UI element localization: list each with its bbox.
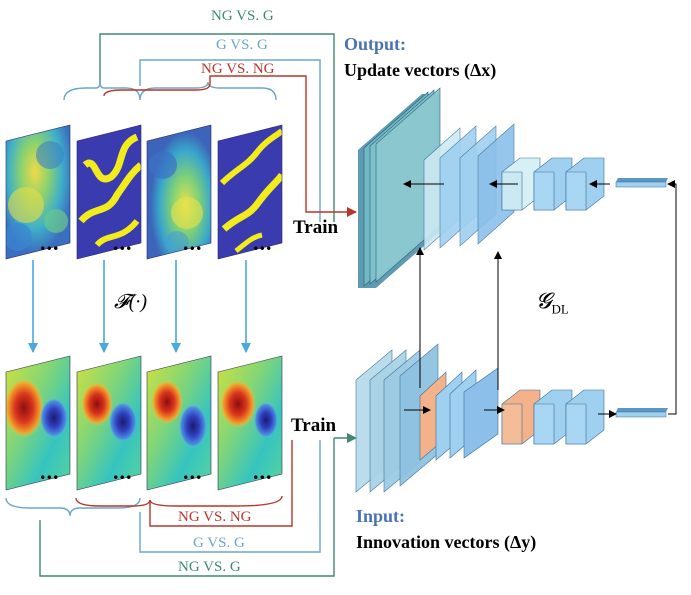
transform-operator: 𝓕(·) xyxy=(114,291,148,313)
label-g-vs-g-bottom: G VS. G xyxy=(193,535,245,551)
label-ng-vs-g-bottom: NG VS. G xyxy=(178,559,241,575)
field-gaussian-2 xyxy=(146,124,212,260)
input-heading: Input: xyxy=(356,506,406,526)
field-channel-2 xyxy=(217,124,283,260)
bottom-heatmaps xyxy=(5,355,283,491)
red-pair-line-bottom xyxy=(149,440,293,527)
teal-pair-line-bottom xyxy=(39,438,335,577)
label-ng-vs-ng-top: NG VS. NG xyxy=(201,61,275,77)
decoder-stack xyxy=(358,87,668,288)
model-subscript: DL xyxy=(551,301,569,317)
red-pair-line-top xyxy=(209,75,357,217)
field-gaussian-1 xyxy=(5,124,71,260)
ellipsis-top-2: ... xyxy=(113,230,133,255)
bottom-pairing-lines xyxy=(5,433,357,577)
top-pairing-lines xyxy=(63,33,357,222)
brace-g-vs-g-top xyxy=(63,81,141,101)
ellipsis-top-4: ... xyxy=(253,230,273,255)
decoder-small-blocks xyxy=(501,157,605,211)
heatmap-1 xyxy=(5,355,71,491)
output-description: Update vectors (Δx) xyxy=(344,60,497,80)
transform-arrows xyxy=(28,260,251,353)
train-label-top: Train xyxy=(293,217,339,238)
teal-pair-line-top xyxy=(99,33,335,222)
brace-red-top xyxy=(103,83,211,97)
model-label: 𝓖DL xyxy=(536,288,569,317)
ellipsis-bottom-4: ... xyxy=(253,459,273,484)
field-channel-1 xyxy=(76,124,142,260)
heatmap-3 xyxy=(146,355,212,491)
brace-ng-top xyxy=(139,81,277,101)
skip-connections xyxy=(416,180,677,415)
ellipsis-bottom-1: ... xyxy=(40,459,60,484)
input-layers xyxy=(355,343,439,493)
input-description: Innovation vectors (Δy) xyxy=(356,532,537,552)
ellipsis-bottom-3: ... xyxy=(183,459,203,484)
encoder-small-blocks xyxy=(501,389,605,445)
encoder-mid-layers xyxy=(419,367,499,461)
latent-vector-bottom xyxy=(615,408,668,418)
label-ng-vs-ng-bottom: NG VS. NG xyxy=(178,509,252,525)
brace-bottom-left xyxy=(5,497,141,517)
blue-pair-line-top xyxy=(139,59,321,222)
label-ng-vs-g-top: NG VS. G xyxy=(211,8,274,24)
ellipsis-top-3: ... xyxy=(183,230,203,255)
encoder-stack xyxy=(355,343,668,493)
top-fields xyxy=(5,124,283,260)
model-symbol: 𝓖 xyxy=(536,288,552,313)
label-g-vs-g-top: G VS. G xyxy=(216,37,268,53)
heatmap-4 xyxy=(217,355,283,491)
latent-vector-top xyxy=(615,178,668,188)
ellipsis-top-1: ... xyxy=(40,230,60,255)
output-layers xyxy=(358,87,441,288)
train-label-bottom: Train xyxy=(291,415,337,436)
ellipsis-bottom-2: ... xyxy=(113,459,133,484)
heatmap-2 xyxy=(76,355,142,491)
output-heading: Output: xyxy=(344,34,407,54)
blue-pair-line-bottom xyxy=(139,440,321,553)
